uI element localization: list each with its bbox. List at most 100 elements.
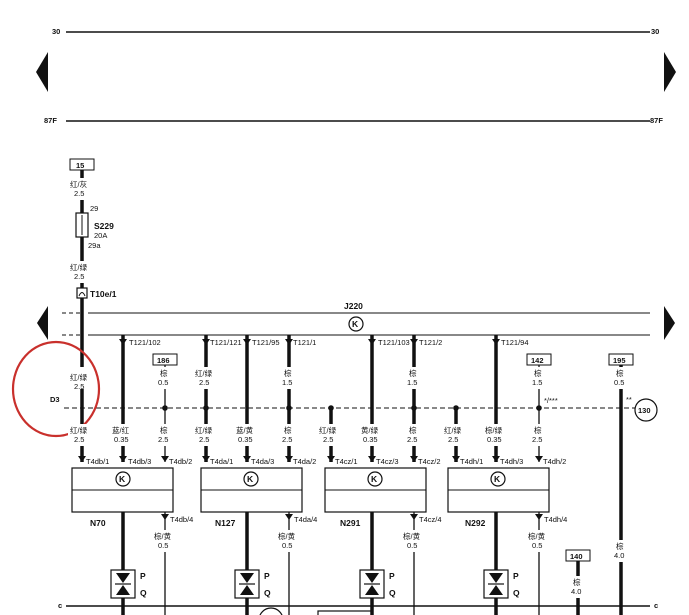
wire-color: 棕 xyxy=(616,368,624,378)
module-pin-arrows xyxy=(78,456,543,462)
module-k-icon xyxy=(243,471,259,487)
fuse-pin-in: 29 xyxy=(90,204,98,213)
ecu-pin-label: T121/2 xyxy=(419,338,442,347)
wire-195-label-bg xyxy=(609,540,633,562)
wire-color: 蓝/红 xyxy=(112,425,130,435)
wire-size: 1.5 xyxy=(532,378,542,387)
junction-dot xyxy=(411,405,417,411)
feed-w3-size: 2.5 xyxy=(74,382,84,391)
module-k-symbol: K xyxy=(494,474,501,484)
wire-color: 蓝/黄 xyxy=(236,425,254,435)
connector-t10e-arc xyxy=(78,292,86,297)
valve-n292 xyxy=(483,569,509,599)
out-wire-color: 棕/黄 xyxy=(403,531,421,541)
valve-n291 xyxy=(359,569,385,599)
d3-label: D3 xyxy=(50,395,60,404)
junction-dot xyxy=(286,405,292,411)
rail-87f-left-label: 87F xyxy=(44,116,57,125)
valve-n70 xyxy=(110,569,136,599)
wire-color: 棕 xyxy=(160,425,168,435)
ecu-k-symbol: K xyxy=(352,319,359,329)
ref-circle-130 xyxy=(634,398,658,422)
junction-dot xyxy=(162,405,168,411)
arrow-right-icon xyxy=(664,52,676,92)
wire-140-size: 4.0 xyxy=(571,587,581,596)
module-n292 xyxy=(447,467,550,513)
wire-size: 2.5 xyxy=(282,435,292,444)
module-pin4-label: T4db/4 xyxy=(170,515,193,524)
highlight-ring xyxy=(11,340,101,438)
module-name: N127 xyxy=(215,518,236,528)
out-wire-size: 0.5 xyxy=(158,541,168,550)
wire-195-color-lower: 棕 xyxy=(616,541,624,551)
out-label-backgrounds xyxy=(153,530,553,552)
plug-p-label: P xyxy=(389,571,395,581)
rail-30-right-label: 30 xyxy=(651,27,659,36)
module-pin-label: T4cz/1 xyxy=(335,457,358,466)
terminal-15-label: 15 xyxy=(76,161,84,170)
rail-c-left-label: c xyxy=(58,601,62,610)
plug-q-label: Q xyxy=(513,588,520,598)
module-pin-label: T4da/2 xyxy=(293,457,316,466)
valve-n127 xyxy=(234,569,260,599)
out-wire-color: 棕/黄 xyxy=(278,531,296,541)
module-pin-label: T4da/1 xyxy=(210,457,233,466)
d3-label-bg xyxy=(46,392,70,405)
ref-circle-130-label: 130 xyxy=(638,406,651,415)
wire-size: 2.5 xyxy=(323,435,333,444)
module-k-symbol: K xyxy=(371,474,378,484)
feed-w1-color: 红/灰 xyxy=(70,179,88,189)
wire-color: 红/绿 xyxy=(195,425,213,435)
pin-arrow-icon xyxy=(243,339,251,345)
wire-color: 棕 xyxy=(284,368,292,378)
fuse-rating: 20A xyxy=(94,231,107,240)
rail-87f-right-label: 87F xyxy=(650,116,663,125)
module-pin-label: T4dh/3 xyxy=(500,457,523,466)
wire-size: 2.5 xyxy=(199,378,209,387)
pin-arrow-icon xyxy=(202,339,210,345)
out-wire-color: 棕/黄 xyxy=(154,531,172,541)
ecu-k-icon xyxy=(348,316,364,332)
wire-size: 0.35 xyxy=(114,435,129,444)
arrow-right-ecu-icon xyxy=(664,306,675,340)
module-k-icon xyxy=(115,471,131,487)
wire-size: 2.5 xyxy=(407,435,417,444)
wire-size: 2.5 xyxy=(199,435,209,444)
feed-w3-color: 红/绿 xyxy=(70,372,88,382)
module-pin4-label: T4cz/4 xyxy=(419,515,442,524)
pin-arrow-icon xyxy=(285,339,293,345)
wire-color: 棕/绿 xyxy=(485,425,503,435)
upper-label-backgrounds xyxy=(68,367,633,389)
feed-w1-size: 2.5 xyxy=(74,189,84,198)
wire-size: 1.5 xyxy=(282,378,292,387)
wire-size: 2.5 xyxy=(158,435,168,444)
wire-size: 2.5 xyxy=(532,435,542,444)
feed-w4-color: 红/绿 xyxy=(70,425,88,435)
module-k-symbol: K xyxy=(247,474,254,484)
module-k-icon xyxy=(490,471,506,487)
out-wire-size: 0.5 xyxy=(532,541,542,550)
wire-size: 2.5 xyxy=(448,435,458,444)
module-pin-label: T4db/3 xyxy=(128,457,151,466)
plug-q-label: Q xyxy=(389,588,396,598)
module-pin-label: T4db/2 xyxy=(169,457,192,466)
feed-w2-color: 红/绿 xyxy=(70,262,88,272)
wire-color: 红/绿 xyxy=(195,368,213,378)
plug-q-label: Q xyxy=(264,588,271,598)
pin-arrow-icon xyxy=(368,339,376,345)
module-k-icon xyxy=(367,471,383,487)
ecu-pin-label: T121/95 xyxy=(252,338,280,347)
ref-box-142-label: 142 xyxy=(531,356,544,365)
wire-color: 棕 xyxy=(160,368,168,378)
out-wire-color: 棕/黄 xyxy=(528,531,546,541)
module-name: N292 xyxy=(465,518,486,528)
wire-color: 棕 xyxy=(534,368,542,378)
wire-size: 1.5 xyxy=(407,378,417,387)
ecu-pin-label: T121/103 xyxy=(378,338,410,347)
wire-size: 0.5 xyxy=(158,378,168,387)
ref-box-186-label: 186 xyxy=(157,356,170,365)
feed-wire-label-bg-1 xyxy=(68,178,96,200)
junction-dot xyxy=(536,405,542,411)
feed-w2-size: 2.5 xyxy=(74,272,84,281)
